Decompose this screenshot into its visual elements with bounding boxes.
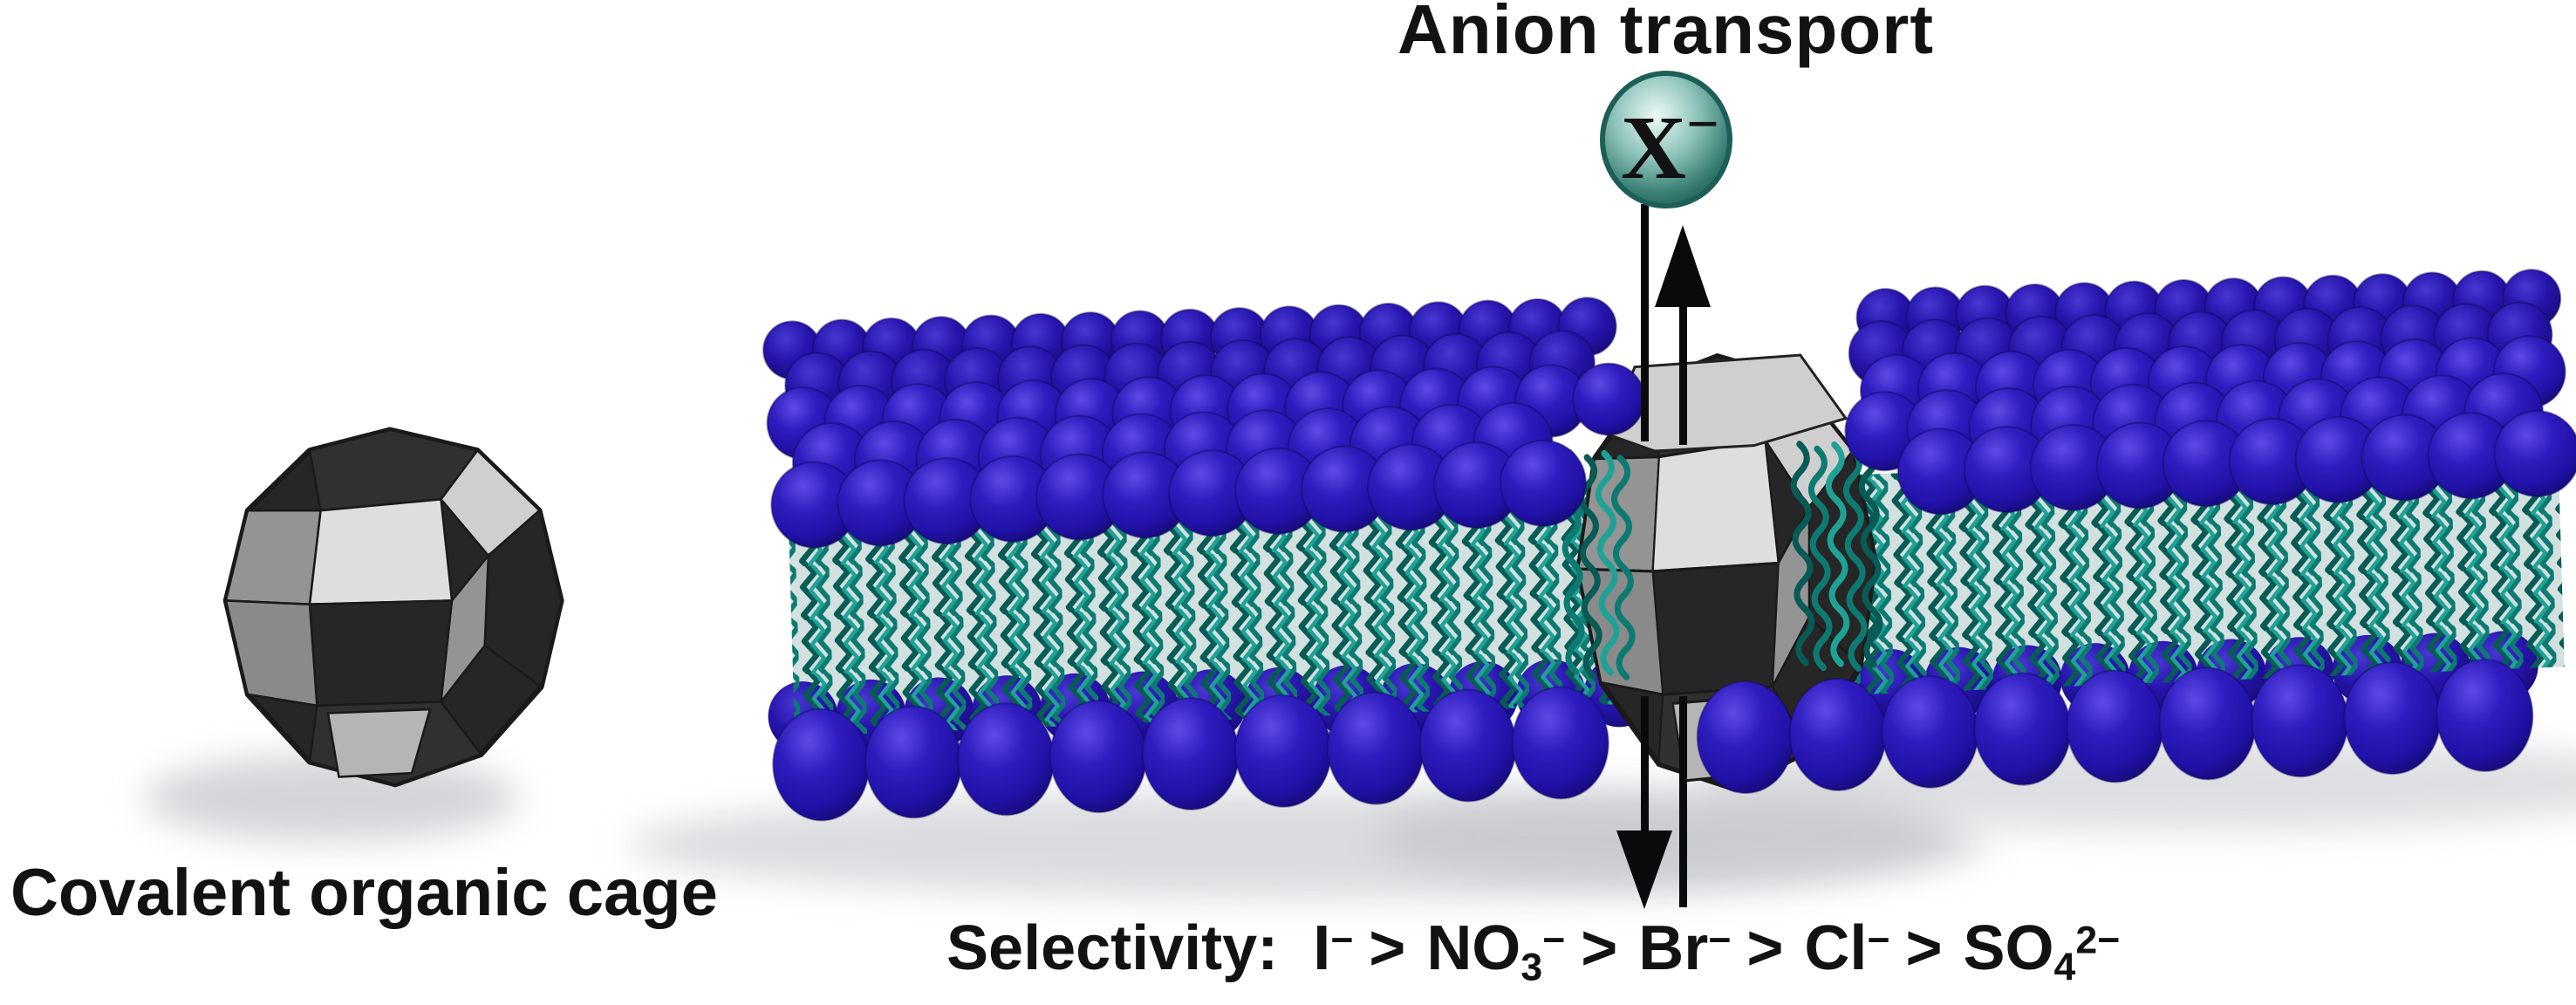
lipid-head-sphere <box>1499 439 1587 527</box>
anion-species: SO42− <box>1963 913 2121 989</box>
covalent-organic-cage-label: Covalent organic cage <box>10 856 718 930</box>
lipid-head-sphere <box>1572 362 1646 436</box>
selectivity-label: Selectivity:I−>NO3−>Br−>Cl−>SO42− <box>946 913 2121 989</box>
anion-species: I− <box>1313 913 1354 983</box>
selectivity-term: Selectivity: <box>946 913 1279 983</box>
covalent-organic-cage <box>226 430 562 784</box>
anion-species: Cl− <box>1804 913 1890 983</box>
bottom-leaflet-head-groups <box>772 658 2534 822</box>
selectivity-term: > <box>1581 913 1618 983</box>
anion-up-arrow <box>1655 225 1711 907</box>
selectivity-term: > <box>1369 913 1406 983</box>
lipid-bilayer <box>762 269 2576 822</box>
anion-down-arrow <box>1616 204 1672 909</box>
anion-species: NO3− <box>1426 913 1566 989</box>
anion-symbol: X− <box>1621 92 1719 198</box>
selectivity-term: > <box>1746 913 1784 983</box>
selectivity-term: > <box>1905 913 1943 983</box>
top-leaflet-head-groups <box>762 269 2576 549</box>
lipid-head-sphere <box>2436 658 2534 772</box>
anion-species: Br− <box>1638 913 1732 983</box>
anion-sphere: X− <box>1600 71 1732 209</box>
lipid-head-sphere <box>1511 686 1609 800</box>
anion-transport-label: Anion transport <box>1397 0 1934 68</box>
embedded-cage-top-face <box>1605 353 1848 453</box>
lipid-head-sphere <box>2493 410 2576 498</box>
transport-arrows <box>1616 204 1711 909</box>
